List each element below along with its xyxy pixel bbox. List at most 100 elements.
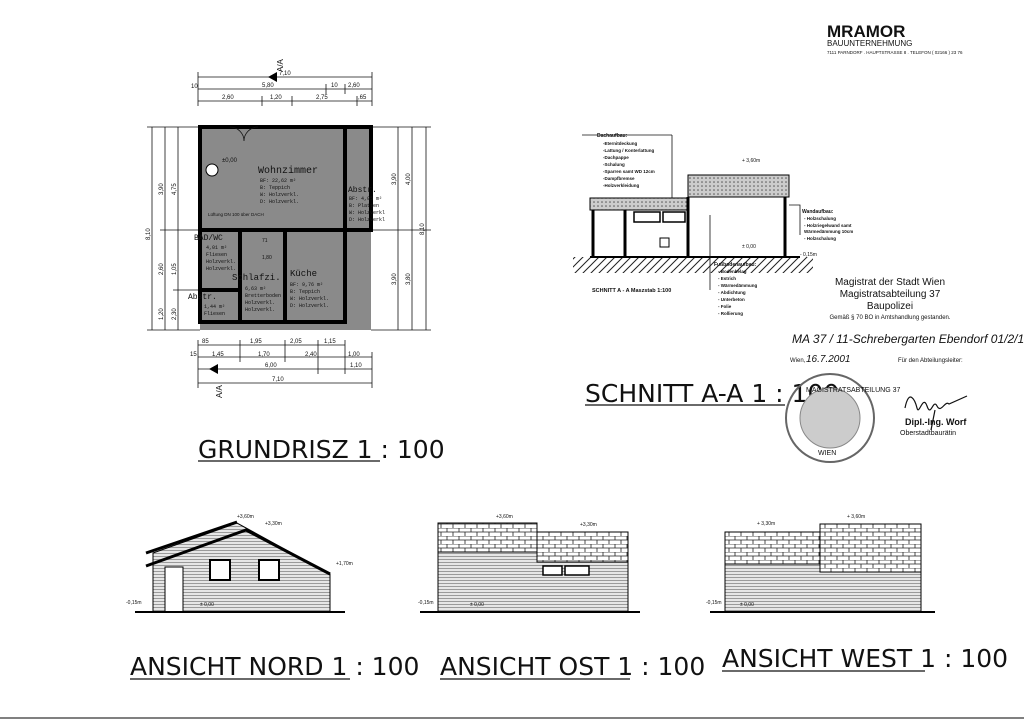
dim-label: 1,05 xyxy=(172,263,178,275)
drawing-label: D: Holzverkl. xyxy=(290,303,329,309)
drawing-label: +1,70m xyxy=(336,561,353,567)
section-arrow-top xyxy=(268,72,277,82)
drawing-label: Bretterboden xyxy=(245,293,281,299)
dimension-lines-bottom xyxy=(197,340,373,388)
drawing-label: +3,30m xyxy=(265,521,282,527)
section-title: SCHNITT A-A 1 : 100 xyxy=(585,379,839,408)
dim-label: 10 xyxy=(191,84,198,90)
section-a-a: Dachaufbau: -Eternitdeckung -Lattung / K… xyxy=(573,133,853,408)
drawing-label: Fliesen xyxy=(204,311,225,317)
dim-label: 1,20 xyxy=(270,95,282,101)
drawing-label: Abstr. xyxy=(348,186,377,195)
floor-layers: - Bodenbelag - Estrich - Wärmedämmung - … xyxy=(718,269,758,316)
drawing-label: Gemäß § 70 BO in Amtshandlung gestanden. xyxy=(829,315,950,321)
drawing-label: ± 0,00 xyxy=(742,244,756,250)
drawing-label: BF: 9,76 m² xyxy=(290,282,323,288)
dim-label: 6,00 xyxy=(265,363,277,369)
drawing-label: - Holzschalung xyxy=(804,236,836,241)
floor-plan: A/A 7,10 10 5,80 10 2,60 2,60 1,20 2,75 … xyxy=(146,58,445,464)
dim-label: 7,10 xyxy=(279,71,291,77)
elevation-ost-title: ANSICHT OST 1 : 100 xyxy=(440,652,705,681)
drawing-label: B: Teppich xyxy=(290,289,320,295)
room-abstellraum-2: Abstr. 1,44 m² Fliesen xyxy=(188,293,225,317)
drawing-label: -Holzverkleidung xyxy=(603,183,640,188)
drawing-label: Für den Abteilungsleiter: xyxy=(898,358,963,364)
drawing-label: 6,63 m² xyxy=(245,286,266,292)
dimension-lines-top xyxy=(197,72,373,106)
drawing-label: Fußbodenaufbau: xyxy=(714,262,757,268)
dim-label: 1,70 xyxy=(258,352,270,358)
drawing-label: BAD/WC xyxy=(194,234,223,243)
company-name: MRAMOR xyxy=(827,22,905,41)
dim-label: 1,45 xyxy=(212,352,224,358)
section-arrow-bottom xyxy=(209,364,218,374)
drawing-label: MAGISTRATSABTEILUNG 37 xyxy=(806,387,900,394)
dim-label: 4,75 xyxy=(172,183,178,195)
elevation-nord: +3,60m +3,30m +1,70m -0,15m ± 0,00 ANSIC… xyxy=(126,514,419,681)
dim-label: 8,10 xyxy=(146,228,152,240)
dim-label: 2,05 xyxy=(290,339,302,345)
dim-label: 10 xyxy=(331,83,338,89)
dim-label: 1,95 xyxy=(250,339,262,345)
reference-number: MA 37 / 11-Schrebergarten Ebendorf 01/2/… xyxy=(792,332,1024,346)
roof-layers: -Eternitdeckung -Lattung / Konterlattung… xyxy=(603,141,655,188)
approval-date: 16.7.2001 xyxy=(806,354,851,365)
elevation-ost: +3,60m +3,30m -0,15m ± 0,00 ANSICHT OST … xyxy=(418,514,705,681)
dim-label: 2,60 xyxy=(222,95,234,101)
drawing-label: D: Holzverkl xyxy=(349,217,385,223)
drawing-label: - Abdichtung xyxy=(718,290,746,295)
dim-label: 7,10 xyxy=(272,377,284,383)
room-kueche: Küche BF: 9,76 m² B: Teppich W: Holzverk… xyxy=(290,269,329,309)
drawing-label: D: Holzverkl. xyxy=(260,199,299,205)
drawing-label: - Rollierung xyxy=(718,311,743,316)
room-bad-wc: BAD/WC 4,01 m² Fliesen Holzverkl. Holzve… xyxy=(194,234,236,272)
drawing-label: Holzverkl. xyxy=(245,300,275,306)
drawing-label: WIEN xyxy=(818,450,836,457)
drawing-label: + 3,30m xyxy=(757,521,775,527)
dim-label: 4,00 xyxy=(406,173,412,185)
room-schlafzimmer: Schlafzi. 6,63 m² Bretterboden Holzverkl… xyxy=(232,273,281,313)
floor-plan-title: GRUNDRISZ 1 : 100 xyxy=(198,435,445,464)
room-wohnzimmer: Wohnzimmer BF: 22,62 m² B: Teppich W: Ho… xyxy=(258,165,318,205)
ground-hatch xyxy=(573,257,813,273)
drawing-label: W: Holzverkl. xyxy=(290,296,329,302)
drawing-label: + 3,60m xyxy=(742,158,760,164)
drawing-label: -Sparren samt WD 12cm xyxy=(603,169,655,174)
drawing-label: ± 0,00 xyxy=(740,602,754,608)
section-caption: SCHNITT A - A Maszstab 1:100 xyxy=(592,288,671,294)
dim-label: 15 xyxy=(190,352,197,358)
drawing-label: + 3,60m xyxy=(847,514,865,520)
drawing-label: +3,60m xyxy=(237,514,254,520)
dimension-lines-right xyxy=(371,126,431,331)
dimension-lines-left xyxy=(147,126,200,331)
dim-label: 1,10 xyxy=(350,363,362,369)
drawing-label: ± 0,00 xyxy=(200,602,214,608)
drawing-label: Magistrat der Stadt Wien xyxy=(835,277,945,288)
drawing-label: -0,15m xyxy=(418,600,434,606)
drawing-label: -Eternitdeckung xyxy=(603,141,638,146)
drawing-label: Abstr. xyxy=(188,293,217,302)
door-swing xyxy=(229,126,259,142)
drawing-label: Dipl.-Ing. Worf xyxy=(905,417,967,427)
dim-label: 3,90 xyxy=(392,173,398,185)
dim-label: 85 xyxy=(202,339,209,345)
elevation-west: + 3,30m + 3,60m -0,15m ± 0,00 ANSICHT WE… xyxy=(706,514,1008,673)
drawing-label: ± 0,00 xyxy=(470,602,484,608)
wall-layers: - Holzschalung - Holzriegelwand samt Wär… xyxy=(804,216,853,241)
signature xyxy=(904,395,968,431)
level-label: ±0,00 xyxy=(222,158,238,164)
dim-label: 1,20 xyxy=(159,308,165,320)
drawing-label: - Estrich xyxy=(718,276,736,281)
drawing-label: Oberstadtbaurätin xyxy=(900,430,956,437)
section-symbol xyxy=(205,163,219,177)
drawing-label: Holzverkl. xyxy=(206,259,236,265)
drawing-label: -Schalung xyxy=(603,162,625,167)
drawing-label: BF: 4,05 m² xyxy=(349,196,382,202)
letterhead: MRAMOR BAUUNTERNEHMUNG 7111 PARNDORF . H… xyxy=(827,22,963,55)
leader-lines xyxy=(582,134,801,290)
company-address: 7111 PARNDORF . HAUPTSTRASSE 8 . TELEFON… xyxy=(827,50,963,55)
room-abstellraum: Abstr. BF: 4,05 m² B: Platten W: Holzver… xyxy=(348,186,385,223)
dim-label: 71 xyxy=(262,238,268,244)
approval-stamp: Magistrat der Stadt Wien Magistratsabtei… xyxy=(785,277,1024,463)
